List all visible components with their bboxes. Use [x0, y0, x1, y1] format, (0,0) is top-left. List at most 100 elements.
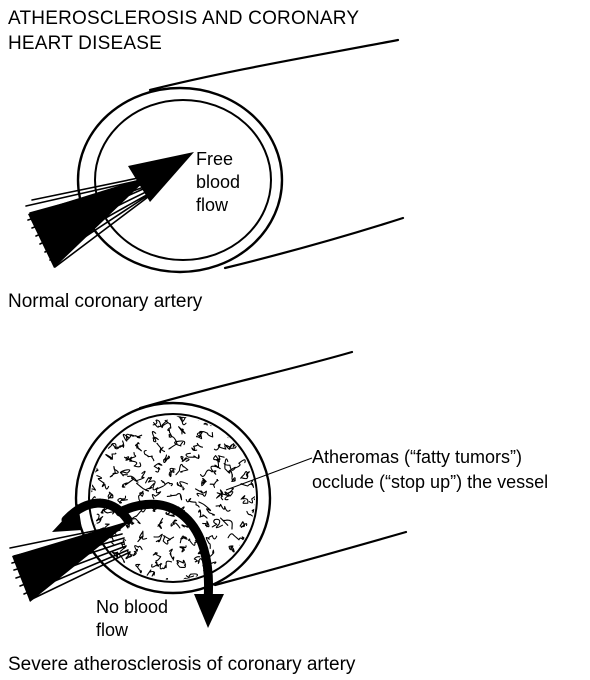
plaque-squiggle — [177, 416, 186, 425]
plaque-squiggle — [92, 413, 100, 424]
normal-artery-caption: Normal coronary artery — [8, 290, 202, 314]
plaque-squiggle — [157, 443, 165, 452]
plaque-squiggle — [161, 420, 170, 428]
plaque-squiggle — [169, 549, 173, 560]
free-label-line-1: Free — [196, 148, 240, 171]
annotation-line-1: Atheromas (“fatty tumors”) — [312, 445, 548, 470]
free-label-line-3: flow — [196, 194, 240, 217]
plaque-squiggle — [96, 426, 101, 433]
free-flow-arrow-icon — [26, 152, 194, 268]
plaque-squiggle — [171, 520, 180, 528]
plaque-squiggle — [241, 472, 250, 479]
plaque-squiggle — [138, 531, 147, 541]
plaque-squiggle — [201, 470, 216, 476]
plaque-squiggle — [176, 464, 188, 474]
normal-artery-outer-ring — [78, 88, 282, 272]
plaque-squiggle — [153, 553, 160, 561]
plaque-squiggle — [214, 444, 229, 450]
plaque-squiggle — [118, 496, 127, 503]
occluded-artery-inner-ring — [89, 414, 257, 582]
plaque-squiggle — [107, 577, 119, 586]
plaque-squiggle — [202, 478, 207, 485]
normal-artery-bottom-wall — [225, 218, 403, 268]
plaque-squiggle — [259, 573, 268, 583]
normal-artery-top-wall — [150, 40, 398, 90]
plaque-squiggle — [180, 536, 187, 543]
plaque-squiggle — [212, 519, 222, 527]
plaque-squiggle — [186, 453, 199, 458]
plaque-squiggle — [241, 412, 248, 419]
plaque-squiggle — [152, 486, 163, 499]
plaque-squiggle — [216, 504, 230, 511]
plaque-squiggle — [249, 496, 261, 503]
plaque-squiggle — [123, 434, 131, 441]
plaque-squiggle — [154, 463, 162, 472]
plaque-squiggle — [125, 457, 141, 467]
plaque-squiggle — [167, 494, 181, 500]
occluded-artery-caption: Severe atherosclerosis of coronary arter… — [8, 653, 355, 677]
plaque-squiggle — [163, 536, 173, 544]
plaque-squiggle — [257, 549, 275, 557]
occluded-artery-top-wall — [140, 352, 352, 408]
free-label-line-2: blood — [196, 171, 240, 194]
plaque-squiggle — [249, 413, 261, 419]
plaque-squiggle — [175, 441, 185, 446]
plaque-squiggle — [180, 546, 186, 552]
plaque-squiggle — [120, 540, 125, 552]
plaque-squiggle — [97, 514, 103, 523]
plaque-squiggle — [152, 432, 158, 442]
plaque-squiggle — [192, 443, 203, 450]
plaque-squiggle — [153, 420, 160, 427]
plaque-squiggle — [179, 427, 185, 434]
plaque-squiggle — [214, 456, 225, 462]
annotation-line-2: occlude (“stop up”) the vessel — [312, 470, 548, 495]
plaque-squiggle — [225, 492, 233, 500]
plaque-squiggle — [139, 491, 144, 501]
plaque-squiggle — [196, 489, 207, 496]
plaque-squiggle — [107, 563, 118, 567]
plaque-squiggle — [106, 453, 116, 459]
normal-artery-lumen — [95, 100, 271, 260]
plaque-squiggle — [203, 521, 209, 527]
plaque-squiggle — [240, 522, 247, 528]
plaque-squiggle — [147, 570, 155, 578]
plaque-squiggle — [136, 564, 142, 573]
plaque-squiggle — [231, 561, 241, 567]
plaque-squiggle — [144, 451, 154, 461]
plaque-squiggle — [154, 534, 162, 542]
plaque-squiggle — [229, 546, 234, 553]
plaque-squiggle — [110, 466, 118, 476]
no-blood-flow-label: No blood flow — [96, 596, 168, 642]
plaque-squiggle — [133, 546, 142, 556]
plaque-squiggle — [199, 502, 215, 515]
plaque-squiggle — [210, 480, 218, 488]
plaque-squiggle — [161, 481, 172, 486]
plaque-squiggle — [164, 455, 170, 463]
plaque-squiggle — [258, 482, 263, 486]
plaque-squiggle — [177, 560, 186, 567]
deflected-left-arrowhead — [52, 504, 82, 532]
free-blood-flow-label: Free blood flow — [196, 148, 240, 217]
plaque-squiggle — [136, 443, 142, 451]
plaque-squiggle — [95, 576, 100, 581]
flow-arrow-body — [28, 176, 150, 268]
plaque-squiggle — [186, 499, 199, 508]
flow-arrow-head — [128, 152, 194, 202]
no-flow-line-1: No blood — [96, 596, 168, 619]
plaque-squiggle — [257, 428, 273, 436]
plaque-squiggle — [97, 476, 109, 489]
plaque-squiggle — [256, 436, 261, 448]
no-flow-line-2: flow — [96, 619, 168, 642]
plaque-squiggle — [158, 518, 163, 528]
plaque-squiggle — [199, 510, 208, 518]
plaque-squiggle — [132, 471, 145, 482]
plaque-squiggle — [131, 435, 142, 438]
plaque-squiggle — [160, 561, 171, 569]
plaque-squiggle — [230, 471, 235, 482]
plaque-squiggle — [137, 483, 154, 491]
occluded-artery-bottom-wall — [215, 532, 406, 585]
plaque-squiggle — [206, 536, 216, 549]
plaque-squiggle — [120, 470, 129, 476]
normal-artery — [78, 40, 403, 272]
